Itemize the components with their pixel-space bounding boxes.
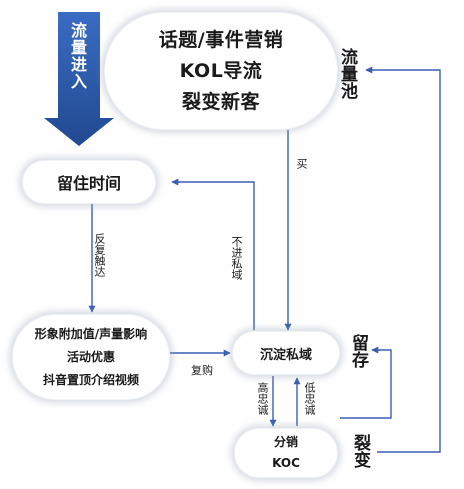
edge-label-repeat-reach: 反复触达 <box>93 233 106 277</box>
edge-retain-loop <box>340 346 392 419</box>
image-line-promo: 活动优惠 <box>66 349 115 364</box>
image-value-node: 形象附加值/声量影响 活动优惠 抖音置顶介绍视频 <box>12 314 170 400</box>
image-line-value: 形象附加值/声量影响 <box>34 326 148 341</box>
edge-fission-loop <box>365 66 441 453</box>
side-label-retain: 留存 <box>348 334 368 368</box>
traffic-pool-node: 话题/事件营销 KOL导流 裂变新客 <box>104 12 338 130</box>
image-line-video: 抖音置顶介绍视频 <box>42 372 139 387</box>
side-label-pool: 流量池 <box>337 48 357 99</box>
entry-label: 流量进入 <box>68 22 87 90</box>
pool-line-kol: KOL导流 <box>179 59 263 82</box>
distribution-node: 分销 KOC <box>234 428 338 478</box>
stay-time-node: 留住时间 <box>22 160 156 204</box>
stay-time-label: 留住时间 <box>56 174 121 193</box>
pool-line-topic-marketing: 话题/事件营销 <box>158 28 284 51</box>
edge-label-low-loyal: 低忠诚 <box>303 382 316 415</box>
edge-label-rebuy: 复购 <box>191 364 213 377</box>
edge-label-buy: 买 <box>295 158 308 169</box>
distribution-line: 分销 <box>273 435 298 449</box>
edge-label-not-private: 不进私域 <box>230 236 243 280</box>
pool-line-fission-new: 裂变新客 <box>181 90 260 113</box>
edge-not-private <box>171 178 255 330</box>
side-label-fission: 裂变 <box>350 434 370 468</box>
entry-arrow <box>44 12 114 146</box>
private-domain-node: 沉淀私域 <box>232 331 340 375</box>
koc-line: KOC <box>272 456 300 470</box>
private-domain-label: 沉淀私域 <box>259 347 312 363</box>
edge-label-high-loyal: 高忠诚 <box>256 382 269 415</box>
